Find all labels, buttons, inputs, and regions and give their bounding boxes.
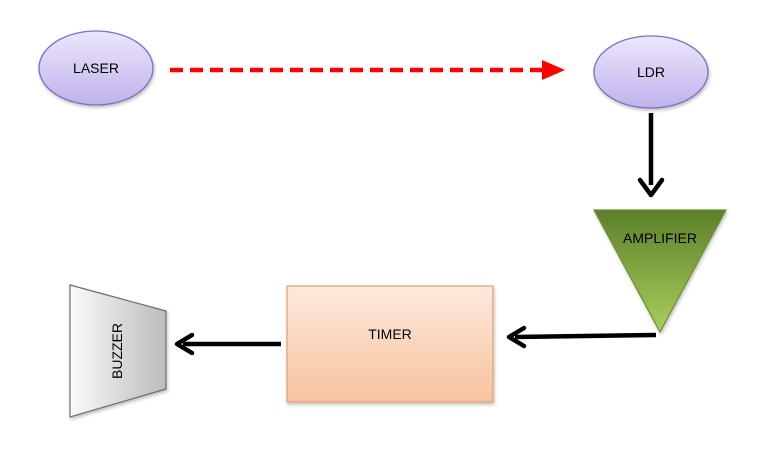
- amplifier-to-timer-line: [514, 332, 657, 340]
- ldr-node: [593, 35, 709, 109]
- buzzer-node: [69, 284, 167, 418]
- edge-ldr-to-amplifier: [637, 113, 665, 198]
- timer-label: TIMER: [368, 326, 412, 342]
- ldr-ellipse: [593, 35, 709, 109]
- ldr-label: LDR: [637, 64, 665, 80]
- timer-rectangle: [286, 285, 494, 403]
- laser-ellipse: [38, 30, 154, 106]
- edge-timer-to-buzzer: [174, 332, 281, 356]
- amplifier-triangle: [592, 209, 728, 334]
- timer-to-buzzer-arrowhead: [174, 332, 195, 356]
- ldr-to-amplifier-arrowhead: [637, 177, 665, 198]
- laser-label: LASER: [73, 60, 119, 76]
- amplifier-to-timer-arrowhead: [506, 325, 527, 349]
- timer-node: [286, 285, 494, 403]
- amplifier-label: AMPLIFIER: [623, 230, 697, 246]
- edge-amplifier-to-timer: [506, 325, 657, 349]
- amplifier-node: [592, 209, 728, 334]
- laser-node: [38, 30, 154, 106]
- edge-laser-to-ldr: [170, 60, 565, 80]
- buzzer-trapezoid: [69, 284, 167, 418]
- buzzer-label: BUZZER: [109, 323, 125, 379]
- laser-to-ldr-arrowhead: [542, 60, 565, 80]
